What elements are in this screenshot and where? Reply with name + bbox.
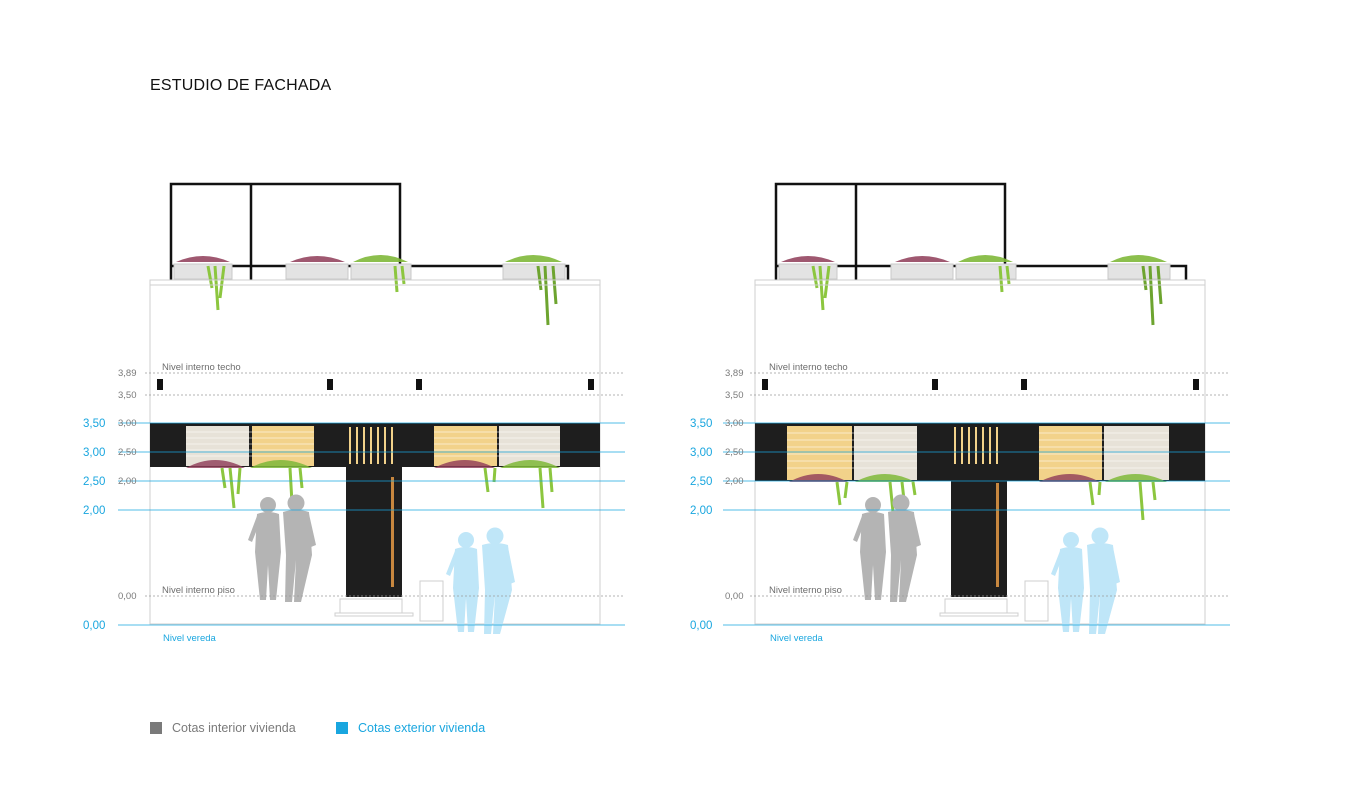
exterior-level-value: 0,00 [690,620,712,632]
interior-level-value: 3,50 [118,390,137,401]
person-silhouette-icon [248,494,316,602]
exterior-level-value: 2,50 [690,476,712,488]
exterior-level-value: 2,00 [690,505,712,517]
exterior-level-value: 2,50 [83,476,105,488]
interior-level-value: 3,89 [118,368,137,379]
legend-exterior-label: Cotas exterior vivienda [358,721,486,735]
interior-level-value: 3,50 [725,390,744,401]
interior-level-lines [750,372,1230,597]
interior-level-lines [145,372,625,597]
interior-level-value: 2,00 [118,476,137,487]
interior-level-value: 2,50 [118,447,137,458]
rooftop-planters [173,263,566,280]
interior-level-value: 2,00 [725,476,744,487]
person-silhouette-icon [446,527,515,634]
legend-interior-label: Cotas interior vivienda [172,721,296,735]
exterior-level-value: 3,00 [690,447,712,459]
exterior-level-lines [723,422,1230,626]
exterior-level-lines [118,422,625,626]
facade-elevation-a: Nivel interno techo Nivel interno piso N… [83,182,625,644]
person-silhouette-icon [1051,527,1120,634]
interior-level-value: 0,00 [118,591,137,602]
facade-elevation-b: Nivel interno techo Nivel interno piso N… [690,182,1230,644]
entrance-door [334,467,444,622]
sidewalk-level-label: Nivel vereda [163,633,217,644]
interior-level-value: 3,89 [725,368,744,379]
exterior-level-value: 3,50 [83,418,105,430]
interior-level-value: 2,50 [725,447,744,458]
facade-dark-band [150,423,600,467]
floor-level-label: Nivel interno piso [162,585,235,596]
legend-item-exterior: Cotas exterior vivienda [336,721,485,735]
interior-level-value: 0,00 [725,591,744,602]
hanging-plant-icon [789,474,1167,521]
exterior-swatch-icon [336,722,348,734]
roof-level-label: Nivel interno techo [162,362,241,373]
legend-item-interior: Cotas interior vivienda [150,721,296,735]
interior-level-value: 3,00 [725,418,744,429]
roof-level-label: Nivel interno techo [769,362,848,373]
entrance-door [939,481,1049,622]
interior-swatch-icon [150,722,162,734]
sidewalk-level-label: Nivel vereda [770,633,824,644]
floor-level-label: Nivel interno piso [769,585,842,596]
person-silhouette-icon [853,494,921,602]
wall-light-icon [157,379,594,390]
exterior-level-value: 3,00 [83,447,105,459]
wall-light-icon [762,379,1199,390]
exterior-level-value: 3,50 [690,418,712,430]
exterior-level-value: 0,00 [83,620,105,632]
hanging-plant-icon [781,255,1167,326]
exterior-level-value: 2,00 [83,505,105,517]
interior-level-value: 3,00 [118,418,137,429]
page-title: ESTUDIO DE FACHADA [150,77,332,94]
